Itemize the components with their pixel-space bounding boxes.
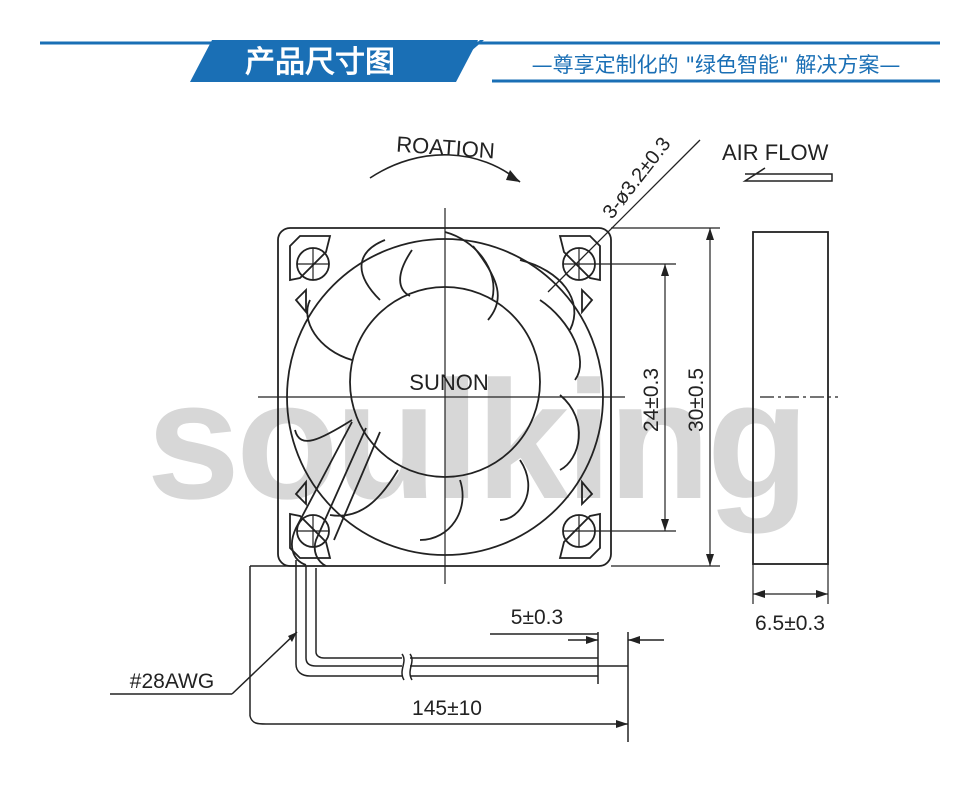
dim-hole-spacing-label: 24±0.3: [640, 368, 663, 432]
hole-callout-leader: [547, 139, 701, 293]
cable-entry: [291, 421, 353, 566]
dim-strip-label: 5±0.3: [511, 606, 563, 629]
corner-rib-tr: [558, 235, 601, 282]
dim-frame-label: 30±0.5: [685, 368, 708, 432]
brand-label: SUNON: [409, 370, 488, 395]
rotation-arc: [369, 154, 521, 183]
corner-rib-tl: [289, 235, 332, 282]
fan-side-view: [752, 231, 829, 565]
wire-gauge-label: #28AWG: [130, 670, 214, 693]
hole-callout-label: 3-ø3.2±0.3: [599, 133, 676, 223]
dim-thickness-label: 6.5±0.3: [755, 612, 825, 635]
header-title: 产品尺寸图: [245, 45, 395, 80]
dim-line-lead-length: [249, 715, 628, 725]
dim-lead-length-label: 145±10: [412, 697, 482, 720]
lead-wire-1: [295, 560, 402, 677]
corner-rib-br: [558, 512, 601, 559]
page-header: 产品尺寸图 —尊享定制化的 "绿色智能" 解决方案—: [40, 40, 940, 83]
header-subtitle: —尊享定制化的 "绿色智能" 解决方案—: [532, 53, 901, 77]
header-title-banner: [190, 40, 478, 82]
airflow-label: AIR FLOW: [722, 140, 829, 165]
airflow-arrow-icon: [742, 167, 833, 182]
corner-rib-bl: [289, 512, 332, 559]
watermark-text: soulking: [147, 346, 806, 534]
